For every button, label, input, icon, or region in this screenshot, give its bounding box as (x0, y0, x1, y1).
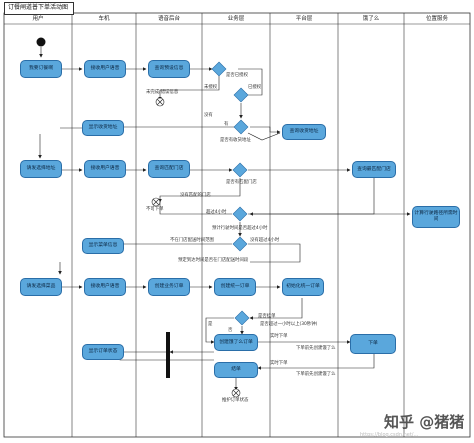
lane-user: 用户 (32, 16, 44, 22)
lane-eleme: 饿了么 (362, 16, 380, 22)
swimlane-dividers (71, 13, 405, 437)
watermark: 知乎 @猪猪 (384, 413, 465, 431)
label-cannot-order: 不可下单 (146, 207, 164, 212)
decision-address (233, 119, 249, 135)
decision-time-range (232, 236, 248, 252)
activity-query-preset: 查询预设信息 (148, 60, 190, 78)
label-maintain-status: 推护订单状态 (222, 398, 249, 403)
activity-show-menu: 显示菜单信息 (82, 238, 124, 254)
activity-route-time: 计算行驶路径所需时间 (412, 206, 460, 228)
fork-join-bar (166, 332, 170, 378)
label-precreate-1: 下单前先创建饿了么 (296, 346, 336, 351)
diagram-title: 订餐闸道普下单活动图 (4, 2, 75, 15)
label-within-4h: 没有超过4小时 (250, 238, 280, 243)
label-is-store: 是否有匹配门店 (226, 180, 257, 185)
label-is-pending: 是否挂单 (258, 314, 276, 319)
decision-nodes (211, 61, 250, 326)
label-yes: 是 (208, 322, 213, 327)
label-no: 否 (228, 328, 233, 333)
activity-place-order: 下单 (350, 334, 396, 354)
lane-business: 业务层 (227, 16, 245, 22)
label-precreate-2: 下单前先创建饿了么 (296, 372, 336, 377)
activity-receive-voice-3: 接收用户语音 (84, 278, 126, 296)
label-incomplete: 未完成/错误信息 (146, 90, 179, 95)
label-arrival-in-range: 预定到达时间是否在门店配送时间段 (178, 258, 249, 263)
decision-store (232, 162, 248, 178)
activity-show-address: 显示收货地址 (82, 120, 124, 136)
decision-4h (232, 206, 248, 222)
lane-location-service: 位置服务 (425, 16, 448, 22)
activity-create-unified-order: 创建统一订单 (214, 278, 256, 296)
initial-node (36, 37, 46, 47)
label-has-address: 是否有收货地址 (220, 138, 251, 143)
flow-final-nodes (151, 97, 241, 398)
activity-best-store: 查询最匹配门店 (352, 161, 396, 178)
label-route-over-4h: 预计行驶时间是否超过4小时 (212, 226, 268, 231)
decision-authorized (211, 61, 227, 77)
activity-close-order: 结单 (214, 362, 258, 378)
label-over-4h: 超过4小时 (206, 210, 227, 215)
label-authorized: 已授权 (248, 85, 262, 90)
activity-query-address: 查询收货地址 (282, 124, 326, 140)
watermark-url: https://blog.csdn.net/... (360, 432, 419, 438)
label-none-1: 没有 (204, 113, 213, 118)
label-out-of-range: 不在门店配送时间范围 (170, 238, 214, 243)
activity-create-business-order: 创建业务订单 (148, 278, 190, 296)
activity-receive-voice-1: 接收用户语音 (84, 60, 126, 78)
label-unauthorized: 未授权 (204, 85, 218, 90)
activity-choose-address: 请发选择地址 (20, 160, 62, 178)
label-has: 有 (224, 122, 229, 127)
activity-order-food: 我要订餐啊 (20, 60, 62, 78)
activity-create-eleme-order: 创建饿了么订单 (214, 334, 258, 351)
lane-voice-backend: 语音后台 (157, 16, 180, 22)
activity-init-unified-order: 初始化统一订单 (282, 278, 324, 296)
activity-query-stores: 查询匹配门店 (148, 160, 190, 178)
lane-vehicle: 车机 (98, 16, 110, 22)
label-realtime-2: 实时下单 (270, 361, 288, 366)
activity-show-order-status: 显示订单状态 (82, 344, 124, 360)
label-realtime-1: 实时下单 (270, 334, 288, 339)
activity-choose-dishes: 请发选择菜品 (20, 278, 62, 296)
activity-receive-voice-2: 接收用户语音 (84, 160, 126, 178)
label-is-authorized: 是否已授权 (226, 73, 248, 78)
decision-merge-1 (233, 87, 249, 103)
label-no-store: 没有匹配的门店 (180, 193, 211, 198)
lane-platform: 平台层 (295, 16, 313, 22)
decision-pending (234, 310, 250, 326)
label-over-1h: 是否超过一小时以上(30秒钟) (260, 322, 318, 327)
